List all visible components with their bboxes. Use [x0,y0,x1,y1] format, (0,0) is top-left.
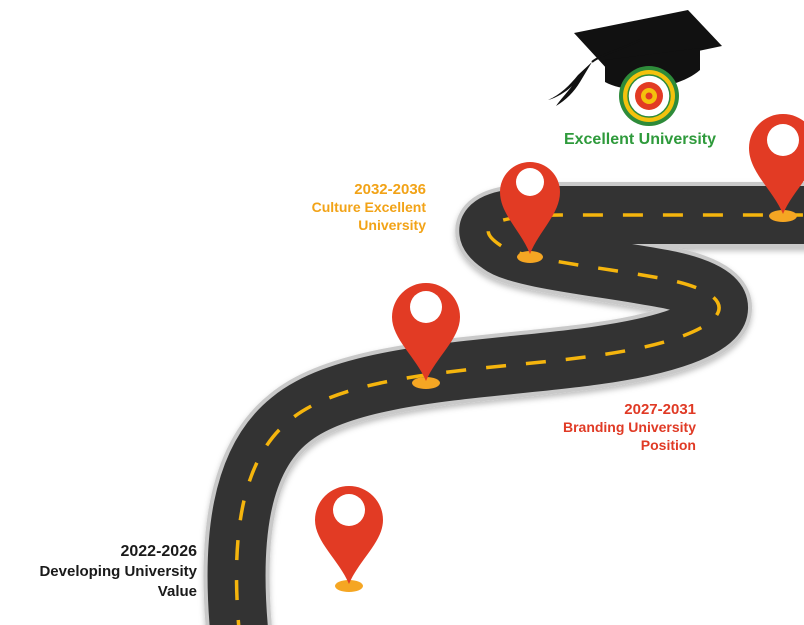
pin-base [769,210,797,222]
milestone-excellent-university: Excellent University [540,130,740,150]
cap-board [574,10,722,70]
map-pin-icon [315,486,383,592]
cap-tassel [548,62,592,106]
milestone-description-line1: Culture Excellent [311,199,426,216]
university-seal-logo [619,66,679,126]
milestone-title: Excellent University [563,131,717,148]
pin-hole [333,494,365,526]
pin-base [517,251,543,263]
milestone-2027-2031: 2027-2031 Branding University Position [500,400,696,455]
milestone-description-line2: Position [640,437,696,454]
milestone-description-line2: University [358,217,426,234]
milestone-description-line1: Branding University [562,419,696,436]
road [203,182,804,625]
pin-hole [516,168,544,196]
pin-body [500,162,560,254]
pin-base [412,377,440,389]
map-pin-icon [392,283,460,389]
pin-hole [410,291,442,323]
milestone-year: 2027-2031 [624,401,696,418]
pin-body [315,486,383,584]
map-pin-icon [500,162,560,263]
milestone-year: 2032-2036 [354,181,426,198]
road-lane-markings [234,213,804,625]
milestone-description-line2: Value [157,582,197,600]
pin-body [392,283,460,381]
milestone-year: 2022-2026 [120,543,197,560]
milestone-2022-2026: 2022-2026 Developing University Value [0,542,197,601]
milestone-description-line1: Developing University [39,563,197,581]
pin-hole [767,124,799,156]
cap-cord [591,39,641,63]
pin-base [335,580,363,592]
map-pin-icon [749,114,804,222]
milestone-2032-2036: 2032-2036 Culture Excellent University [240,180,426,235]
